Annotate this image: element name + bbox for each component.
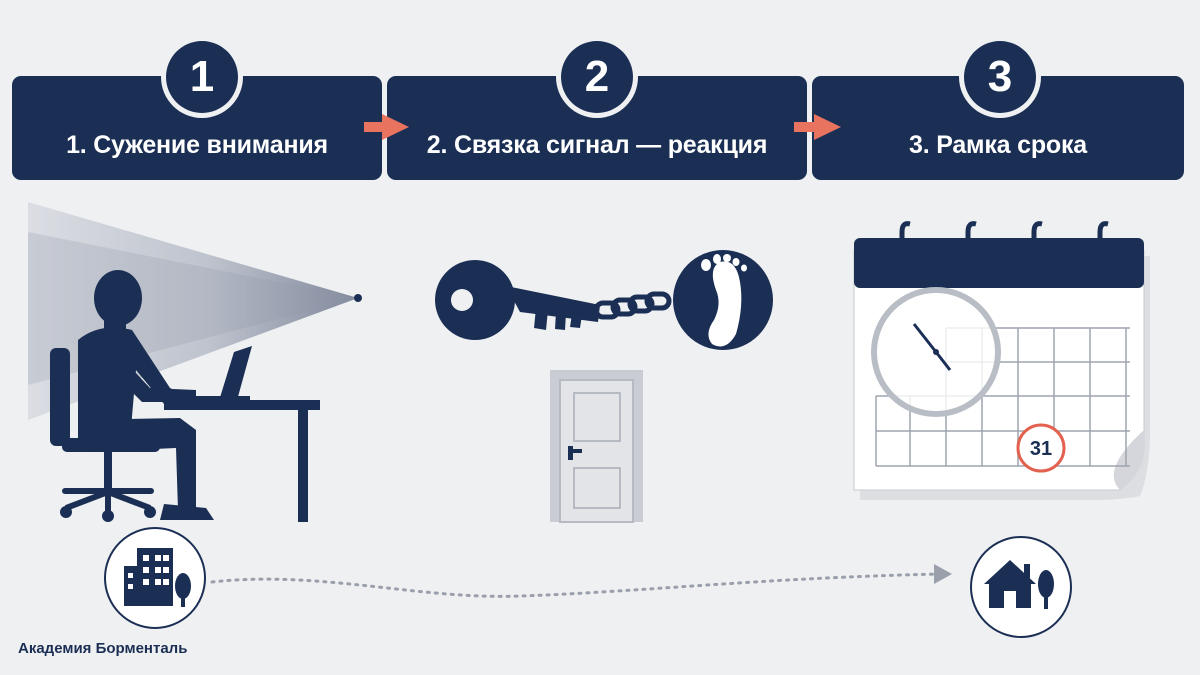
step-badge-2 bbox=[556, 36, 638, 118]
step-banner-3 bbox=[812, 76, 1184, 180]
clock-icon bbox=[871, 287, 1001, 417]
footprint-icon bbox=[673, 250, 773, 350]
step-banner-1 bbox=[12, 76, 382, 180]
dotted-path bbox=[210, 572, 942, 598]
chain-icon bbox=[593, 291, 672, 320]
person-at-laptop-icon bbox=[50, 270, 320, 522]
office-building-icon bbox=[124, 548, 173, 606]
tree-icon bbox=[1038, 570, 1054, 609]
step-badge-3 bbox=[959, 36, 1041, 118]
step-label-3: 3. Рамка срока bbox=[909, 130, 1087, 159]
arrow-step2-to-step3 bbox=[794, 114, 841, 140]
house-icon bbox=[984, 560, 1036, 608]
arrow-step1-to-step2 bbox=[364, 114, 409, 140]
dotted-path-arrowhead bbox=[934, 564, 952, 584]
step-number-1: 1 bbox=[189, 52, 215, 101]
step-number-2: 2 bbox=[584, 52, 610, 101]
step-number-3: 3 bbox=[987, 52, 1013, 101]
tree-icon bbox=[175, 573, 191, 607]
house-badge bbox=[970, 536, 1072, 638]
step-badge-1 bbox=[161, 36, 243, 118]
brand-name: Академия Борменталь bbox=[18, 639, 188, 657]
step-label-1: 1. Сужение внимания bbox=[66, 130, 328, 159]
step-label-2: 2. Связка сигнал — реакция bbox=[426, 130, 768, 159]
door-icon bbox=[550, 370, 643, 523]
key-icon bbox=[435, 260, 600, 340]
calendar-highlight-day: 31 bbox=[1029, 437, 1053, 460]
step-banner-2 bbox=[387, 76, 807, 180]
office-building-badge bbox=[104, 527, 206, 629]
